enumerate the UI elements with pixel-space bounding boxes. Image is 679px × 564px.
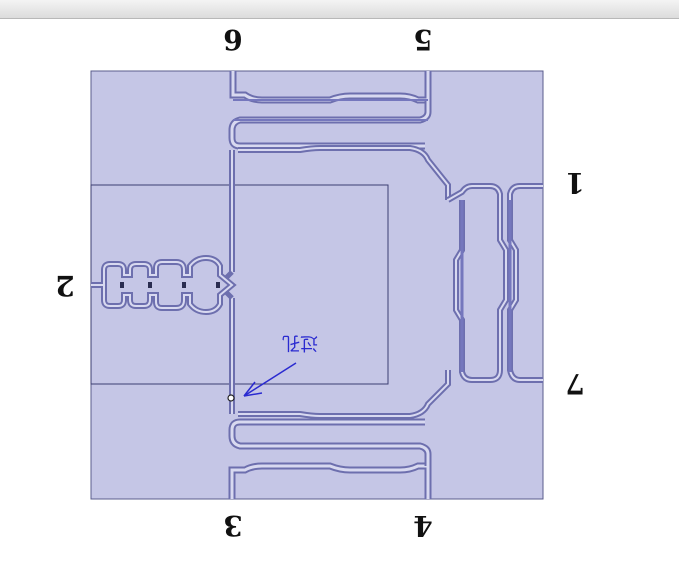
window-title-bar xyxy=(0,0,679,19)
annotation-arrow xyxy=(243,362,297,397)
via-hole xyxy=(227,394,235,402)
left-stepped-filter xyxy=(91,254,237,316)
substrate-board xyxy=(90,70,544,500)
port-label-1: 1 xyxy=(565,166,585,199)
right-coupled-trace xyxy=(446,183,543,383)
port-label-6: 6 xyxy=(223,23,243,56)
port-label-4: 4 xyxy=(413,509,433,542)
port-label-2: 2 xyxy=(55,269,75,302)
port-label-3: 3 xyxy=(223,509,243,542)
via-annotation-label: 过孔 xyxy=(282,332,318,353)
port-label-5: 5 xyxy=(413,23,433,56)
top-meander-trace xyxy=(228,71,451,272)
annotation-arrowhead xyxy=(243,381,263,397)
port-label-7: 7 xyxy=(565,367,585,400)
